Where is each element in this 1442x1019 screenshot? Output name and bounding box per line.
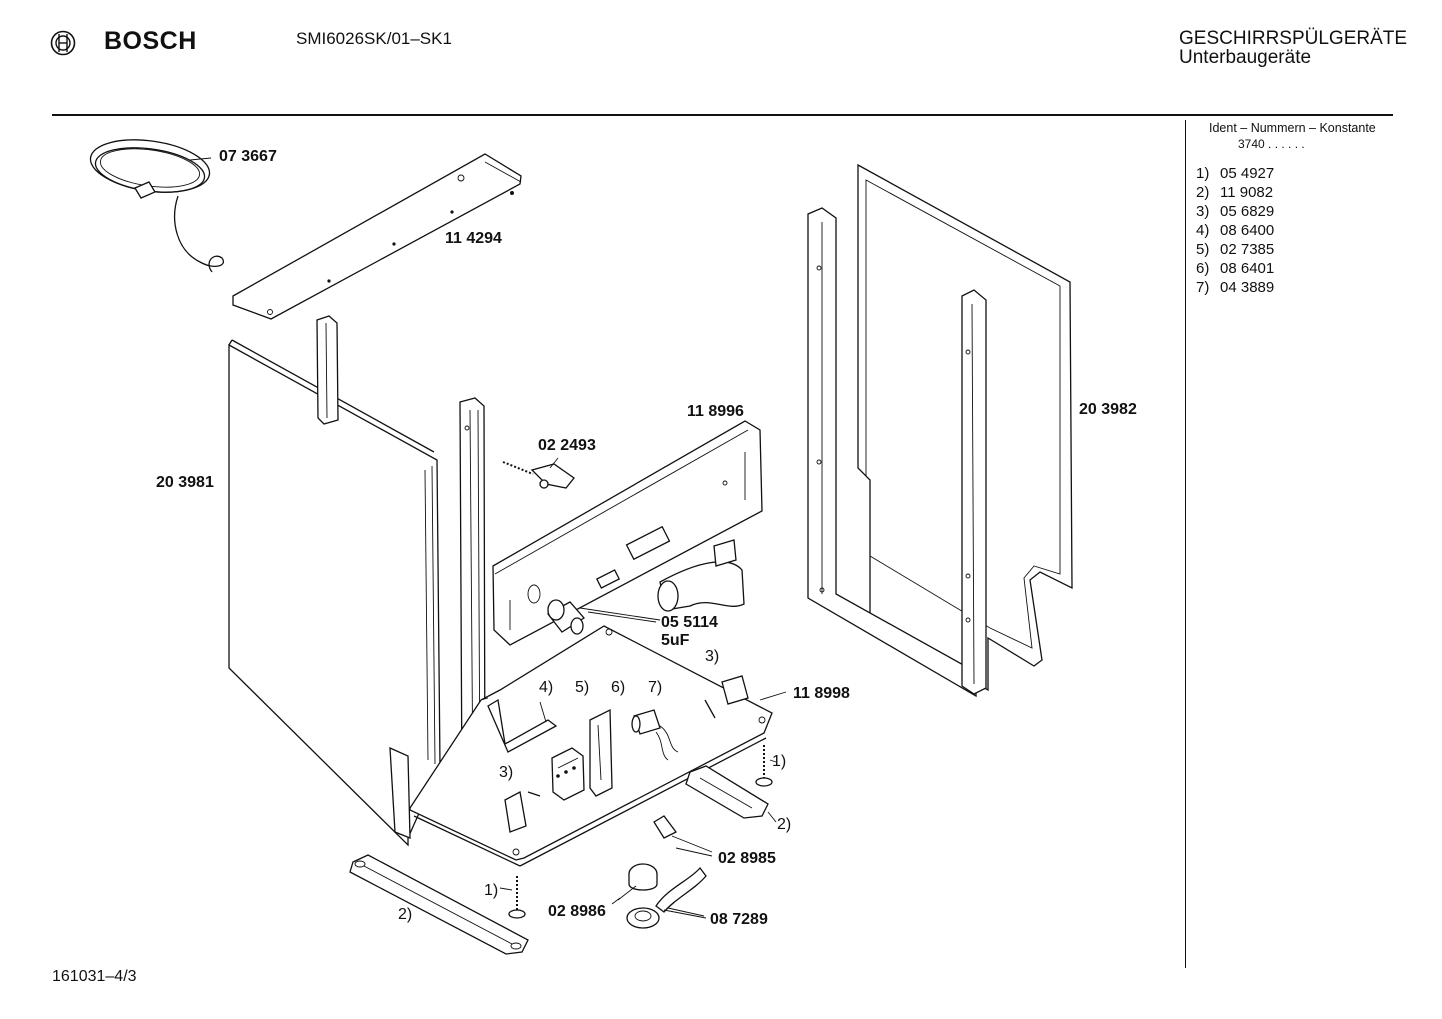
clip: [502, 457, 575, 489]
bracket-4: [487, 698, 558, 753]
capacitor: [547, 599, 661, 635]
ref-label: 2): [398, 906, 412, 923]
ref-label: 7): [648, 679, 662, 696]
model-number: SMI6026SK/01–SK1: [296, 29, 452, 48]
category-title: GESCHIRRSPÜLGERÄTE: [1179, 28, 1408, 49]
ident-list: 1)05 4927 2)11 9082 3)05 6829 4)08 6400 …: [1196, 164, 1274, 297]
appliance-category: GESCHIRRSPÜLGERÄTE Unterbaugeräte: [1179, 29, 1407, 67]
label-capacitor-rating: 5uF: [661, 632, 690, 649]
leader-line: [189, 157, 212, 161]
top-strip: [232, 153, 522, 320]
holder-part: [626, 866, 707, 929]
ref-label: 3): [705, 648, 719, 665]
label-base-plate: 11 8998: [793, 685, 850, 702]
label-cap: 02 8986: [548, 903, 606, 920]
leader-lines: [499, 611, 787, 919]
right-rear-rail: [961, 289, 987, 695]
label-right-panel: 20 3982: [1079, 401, 1137, 418]
ident-item: 4)08 6400: [1196, 222, 1275, 239]
ref-label: 6): [611, 679, 625, 696]
ident-title: Ident – Nummern – Konstante: [1209, 121, 1376, 135]
bosch-armature-icon: [50, 30, 76, 56]
front-plate: [492, 420, 763, 646]
clip-3-upper: [704, 675, 749, 719]
ident-item: 5)02 7385: [1196, 241, 1275, 258]
label-capacitor: 05 5114: [661, 614, 718, 631]
ident-constant: 3740 . . . . . .: [1238, 137, 1305, 151]
ident-item: 7)04 3889: [1196, 279, 1275, 296]
ref-label: 3): [499, 764, 513, 781]
header-rule: [52, 114, 1393, 116]
levelling-rail-right: [685, 765, 769, 819]
terminal-block-5: [551, 747, 585, 801]
exploded-parts-diagram: 07 3667 11 4294 20 3981 20 3982 11 8996 …: [89, 139, 1137, 955]
ref-label: 1): [772, 753, 786, 770]
ident-item: 1)05 4927: [1196, 165, 1275, 182]
power-cable: [89, 139, 224, 273]
label-cable: 07 3667: [219, 148, 277, 165]
foot-screw-left: [508, 876, 526, 919]
side-panel-divider: [1185, 120, 1186, 968]
left-rear-rail: [316, 315, 339, 425]
label-front-plate: 11 8996: [687, 403, 744, 420]
switch-part: [653, 815, 713, 853]
label-clip: 02 2493: [538, 437, 596, 454]
category-subtitle: Unterbaugeräte: [1179, 47, 1312, 68]
ident-item: 2)11 9082: [1196, 184, 1274, 201]
foot-screw-right: [755, 745, 773, 787]
ident-item: 3)05 6829: [1196, 203, 1275, 220]
label-holder: 08 7289: [710, 911, 768, 928]
label-left-panel: 20 3981: [156, 474, 214, 491]
left-side-panel: [228, 339, 441, 847]
ref-label: 4): [539, 679, 553, 696]
mount-6: [589, 708, 613, 797]
ref-label: 2): [777, 816, 791, 833]
ref-label: 5): [575, 679, 589, 696]
levelling-rail-left: [349, 854, 529, 955]
cap-part: [617, 863, 658, 901]
label-top-strip: 11 4294: [445, 230, 502, 247]
label-switch: 02 8985: [718, 850, 776, 867]
clip-3-lower: [504, 791, 541, 833]
drawing-code: 161031–4/3: [52, 968, 137, 985]
suppressor-7: [631, 709, 679, 761]
right-front-frame: [807, 207, 977, 698]
brand-name: BOSCH: [104, 27, 197, 55]
hose-connector: [657, 539, 745, 612]
ident-item: 6)08 6401: [1196, 260, 1275, 277]
ref-label: 1): [484, 882, 498, 899]
